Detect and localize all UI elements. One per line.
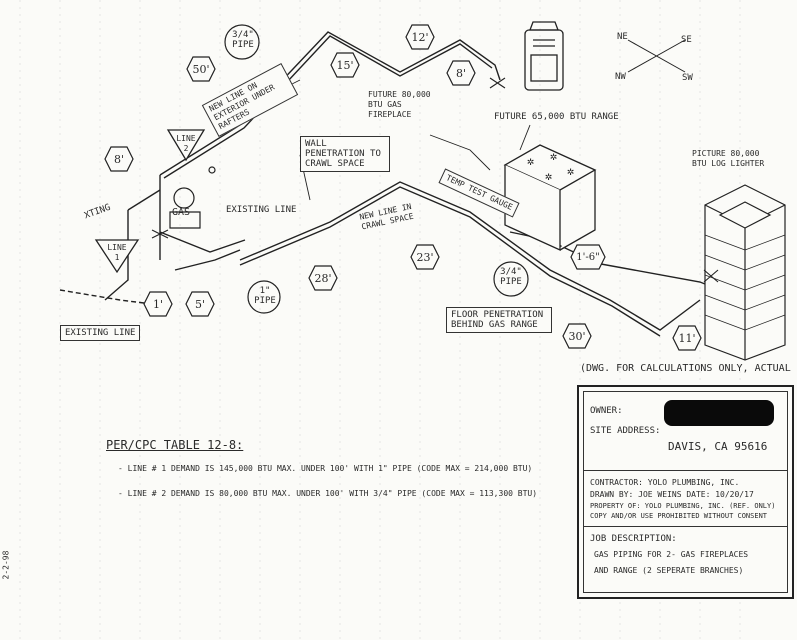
svg-text:✲: ✲ [527, 154, 534, 168]
pipe-size-bottom: 3/4" PIPE [500, 267, 522, 287]
svg-text:✲: ✲ [545, 169, 552, 183]
job-description-line2: AND RANGE (2 SEPERATE BRANCHES) [594, 566, 744, 575]
line2-label: LINE 2 [176, 134, 196, 153]
gas-meter-icon [169, 166, 216, 229]
owner-label: OWNER: [590, 406, 623, 416]
line2-triangle [166, 129, 206, 162]
length-tag: 15' [330, 52, 360, 78]
svg-text:✲: ✲ [567, 164, 574, 178]
pipe-size-top: 3/4" PIPE [232, 30, 254, 50]
contractor: CONTRACTOR: YOLO PLUMBING, INC. [590, 478, 740, 487]
pipe-size-1inch: 1" PIPE [254, 286, 276, 306]
fireplace-top-icon [524, 21, 564, 91]
compass-ne: NE [617, 32, 628, 42]
length-tag: 1'-6" [570, 244, 606, 270]
table-line1: - LINE # 1 DEMAND IS 145,000 BTU MAX. UN… [118, 464, 533, 473]
property-of: PROPERTY OF: YOLO PLUMBING, INC. (REF. O… [590, 502, 776, 510]
job-description-label: JOB DESCRIPTION: [590, 534, 677, 544]
gas-range-icon: ✲ ✲ ✲ ✲ [503, 144, 597, 252]
site-address-value: DAVIS, CA 95616 [668, 440, 768, 453]
code-table-notes: PER/CPC TABLE 12-8: - LINE # 1 DEMAND IS… [106, 438, 537, 498]
existing-line-bottom-label: EXISTING LINE [60, 325, 141, 341]
picture-log-lighter-label: PICTURE 80,000 BTU LOG LIGHTER [692, 149, 765, 168]
length-tag: 30' [562, 323, 592, 349]
gas-label: GAS [172, 207, 191, 218]
length-tag: 8' [104, 146, 134, 172]
owner-redaction [664, 400, 774, 426]
job-description-line1: GAS PIPING FOR 2- GAS FIREPLACES [594, 550, 749, 559]
drawn-by: DRAWN BY: JOE WEINS DATE: 10/20/17 [590, 490, 754, 499]
compass-nw: NW [615, 72, 626, 82]
line1-label: LINE 1 [107, 243, 127, 262]
margin-date: 2-2-98 [1, 550, 11, 580]
length-tag: 50' [186, 56, 216, 82]
svg-text:✲: ✲ [550, 149, 557, 163]
compass-rose-icon [627, 39, 686, 73]
length-tag: 11' [672, 325, 702, 351]
length-tag: 1' [143, 291, 173, 317]
table-title: PER/CPC TABLE 12-8: [106, 438, 244, 452]
floor-penetration-label: FLOOR PENETRATION BEHIND GAS RANGE [446, 307, 552, 333]
future-fireplace-label: FUTURE 80,000 BTU GAS FIREPLACE [368, 90, 431, 119]
length-tag: 23' [410, 244, 440, 270]
title-block: OWNER: SITE ADDRESS: DAVIS, CA 95616 CON… [577, 385, 794, 599]
length-tag: 5' [185, 291, 215, 317]
copy-notice: COPY AND/OR USE PROHIBITED WITHOUT CONSE… [590, 512, 768, 520]
existing-line-mid-label: EXISTING LINE [226, 205, 297, 215]
brick-fireplace-icon [704, 184, 786, 361]
future-range-label: FUTURE 65,000 BTU RANGE [494, 112, 619, 122]
length-tag: 8' [446, 60, 476, 86]
length-tag: 28' [308, 265, 338, 291]
dwg-note: (DWG. FOR CALCULATIONS ONLY, ACTUAL PATH… [580, 363, 797, 374]
wall-penetration-label: WALL PENETRATION TO CRAWL SPACE [300, 136, 390, 172]
compass-sw: SW [682, 73, 693, 83]
table-line2: - LINE # 2 DEMAND IS 80,000 BTU MAX. UND… [118, 489, 538, 498]
line1-triangle [94, 239, 140, 274]
site-address-label: SITE ADDRESS: [590, 426, 661, 436]
compass-se: SE [681, 35, 692, 45]
length-tag: 12' [405, 24, 435, 50]
